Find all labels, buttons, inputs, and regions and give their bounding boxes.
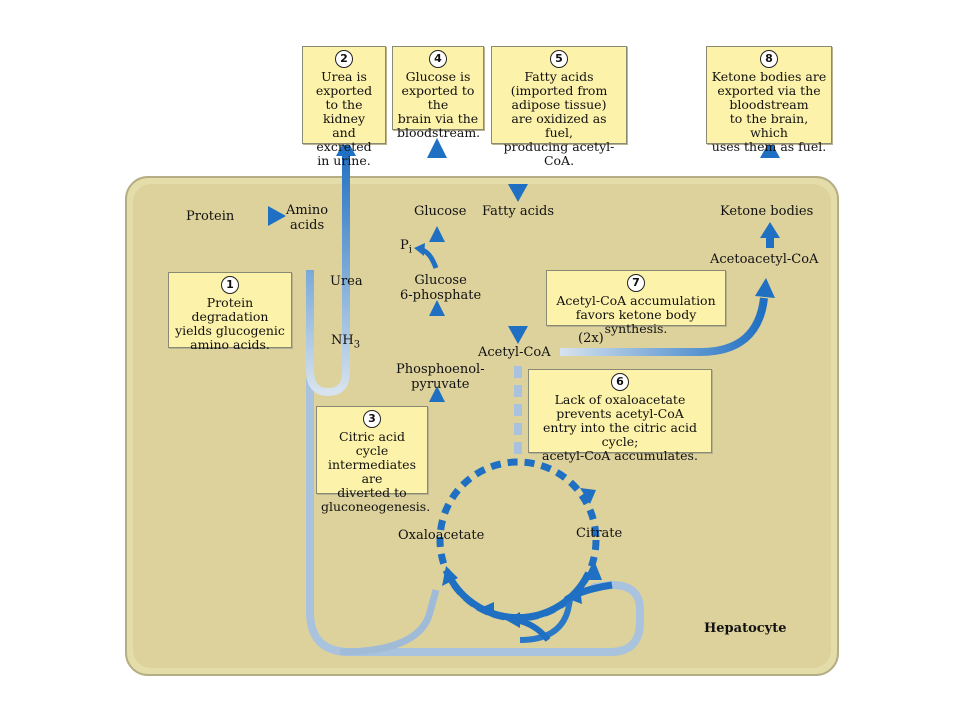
step-number: 2 bbox=[335, 50, 353, 68]
step-6-box: 6 Lack of oxaloacetate prevents acetyl-C… bbox=[528, 369, 712, 463]
urea-arrowhead bbox=[336, 138, 356, 156]
step-text: Glucose is exported to the brain via the… bbox=[397, 69, 481, 140]
step-text: Urea is exported to the kidney and excre… bbox=[315, 69, 373, 168]
ketogenesis-arrow bbox=[560, 297, 768, 356]
pep-arrowhead bbox=[429, 386, 445, 402]
step-5-box: 5 Fatty acids (imported from adipose tis… bbox=[491, 46, 627, 168]
step-2-box: 2 Urea is exported to the kidney and exc… bbox=[302, 46, 386, 168]
amino-acids-label: Amino acids bbox=[286, 203, 329, 233]
cycle-arrowhead-bottom bbox=[476, 602, 494, 618]
protein-label: Protein bbox=[186, 209, 235, 224]
step-4-box: 4 Glucose is exported to the brain via t… bbox=[392, 46, 484, 140]
g6p-arrowhead bbox=[429, 300, 445, 316]
protein-arrowhead bbox=[268, 206, 286, 226]
step-number: 6 bbox=[611, 373, 629, 391]
step-text: Lack of oxaloacetate prevents acetyl-CoA… bbox=[542, 392, 698, 463]
glucose-export-arrowhead bbox=[427, 138, 447, 158]
ketone-bodies-label: Ketone bodies bbox=[720, 204, 814, 219]
step-text: Fatty acids (imported from adipose tissu… bbox=[503, 69, 615, 168]
nh3-label: NH3 bbox=[331, 333, 361, 351]
citrate-label: Citrate bbox=[576, 526, 623, 541]
step-number: 3 bbox=[363, 410, 381, 428]
step-number: 7 bbox=[627, 274, 645, 292]
phosphoenolpyruvate-label: Phosphoenol- pyruvate bbox=[396, 362, 485, 392]
step-3-box: 3 Citric acid cycle intermediates are di… bbox=[316, 406, 430, 514]
step-number: 1 bbox=[221, 276, 239, 294]
amino-acid-carbon-path bbox=[306, 376, 644, 656]
anaplerotic-loop bbox=[339, 589, 440, 656]
step-number: 5 bbox=[550, 50, 568, 68]
step-text: Acetyl-CoA accumulation favors ketone bo… bbox=[556, 293, 716, 336]
glucose-arrowhead bbox=[429, 226, 445, 242]
hepatocyte-label: Hepatocyte bbox=[704, 621, 787, 636]
cycle-arrowhead-oxaloacetate bbox=[442, 566, 458, 586]
step-text: Citric acid cycle intermediates are dive… bbox=[321, 429, 431, 514]
cycle-arrowhead-citrate bbox=[584, 560, 602, 580]
step-text: Ketone bodies are exported via the blood… bbox=[711, 69, 827, 154]
cycle-arrowhead-top bbox=[580, 488, 596, 504]
step-8-box: 8 Ketone bodies are exported via the blo… bbox=[706, 46, 832, 154]
step-7-box: 7 Acetyl-CoA accumulation favors ketone … bbox=[546, 270, 726, 336]
glucose-label: Glucose bbox=[414, 204, 467, 219]
step-number: 8 bbox=[760, 50, 778, 68]
two-x-label: (2x) bbox=[578, 331, 604, 346]
step-number: 4 bbox=[429, 50, 447, 68]
glucose-6-phosphate-label: Glucose 6-phosphate bbox=[400, 273, 482, 303]
fatty-acids-label: Fatty acids bbox=[482, 204, 554, 219]
urea-uturn-arrow bbox=[306, 150, 350, 397]
oxaloacetate-label: Oxaloacetate bbox=[398, 528, 485, 543]
pi-label: Pi bbox=[400, 238, 412, 256]
step-text: Protein degradation yields glucogenic am… bbox=[175, 295, 285, 352]
urea-label: Urea bbox=[330, 274, 363, 289]
step-1-box: 1 Protein degradation yields glucogenic … bbox=[168, 272, 292, 352]
acetyl-coa-label: Acetyl-CoA bbox=[478, 345, 551, 360]
acetoacetyl-coa-label: Acetoacetyl-CoA bbox=[710, 252, 819, 267]
